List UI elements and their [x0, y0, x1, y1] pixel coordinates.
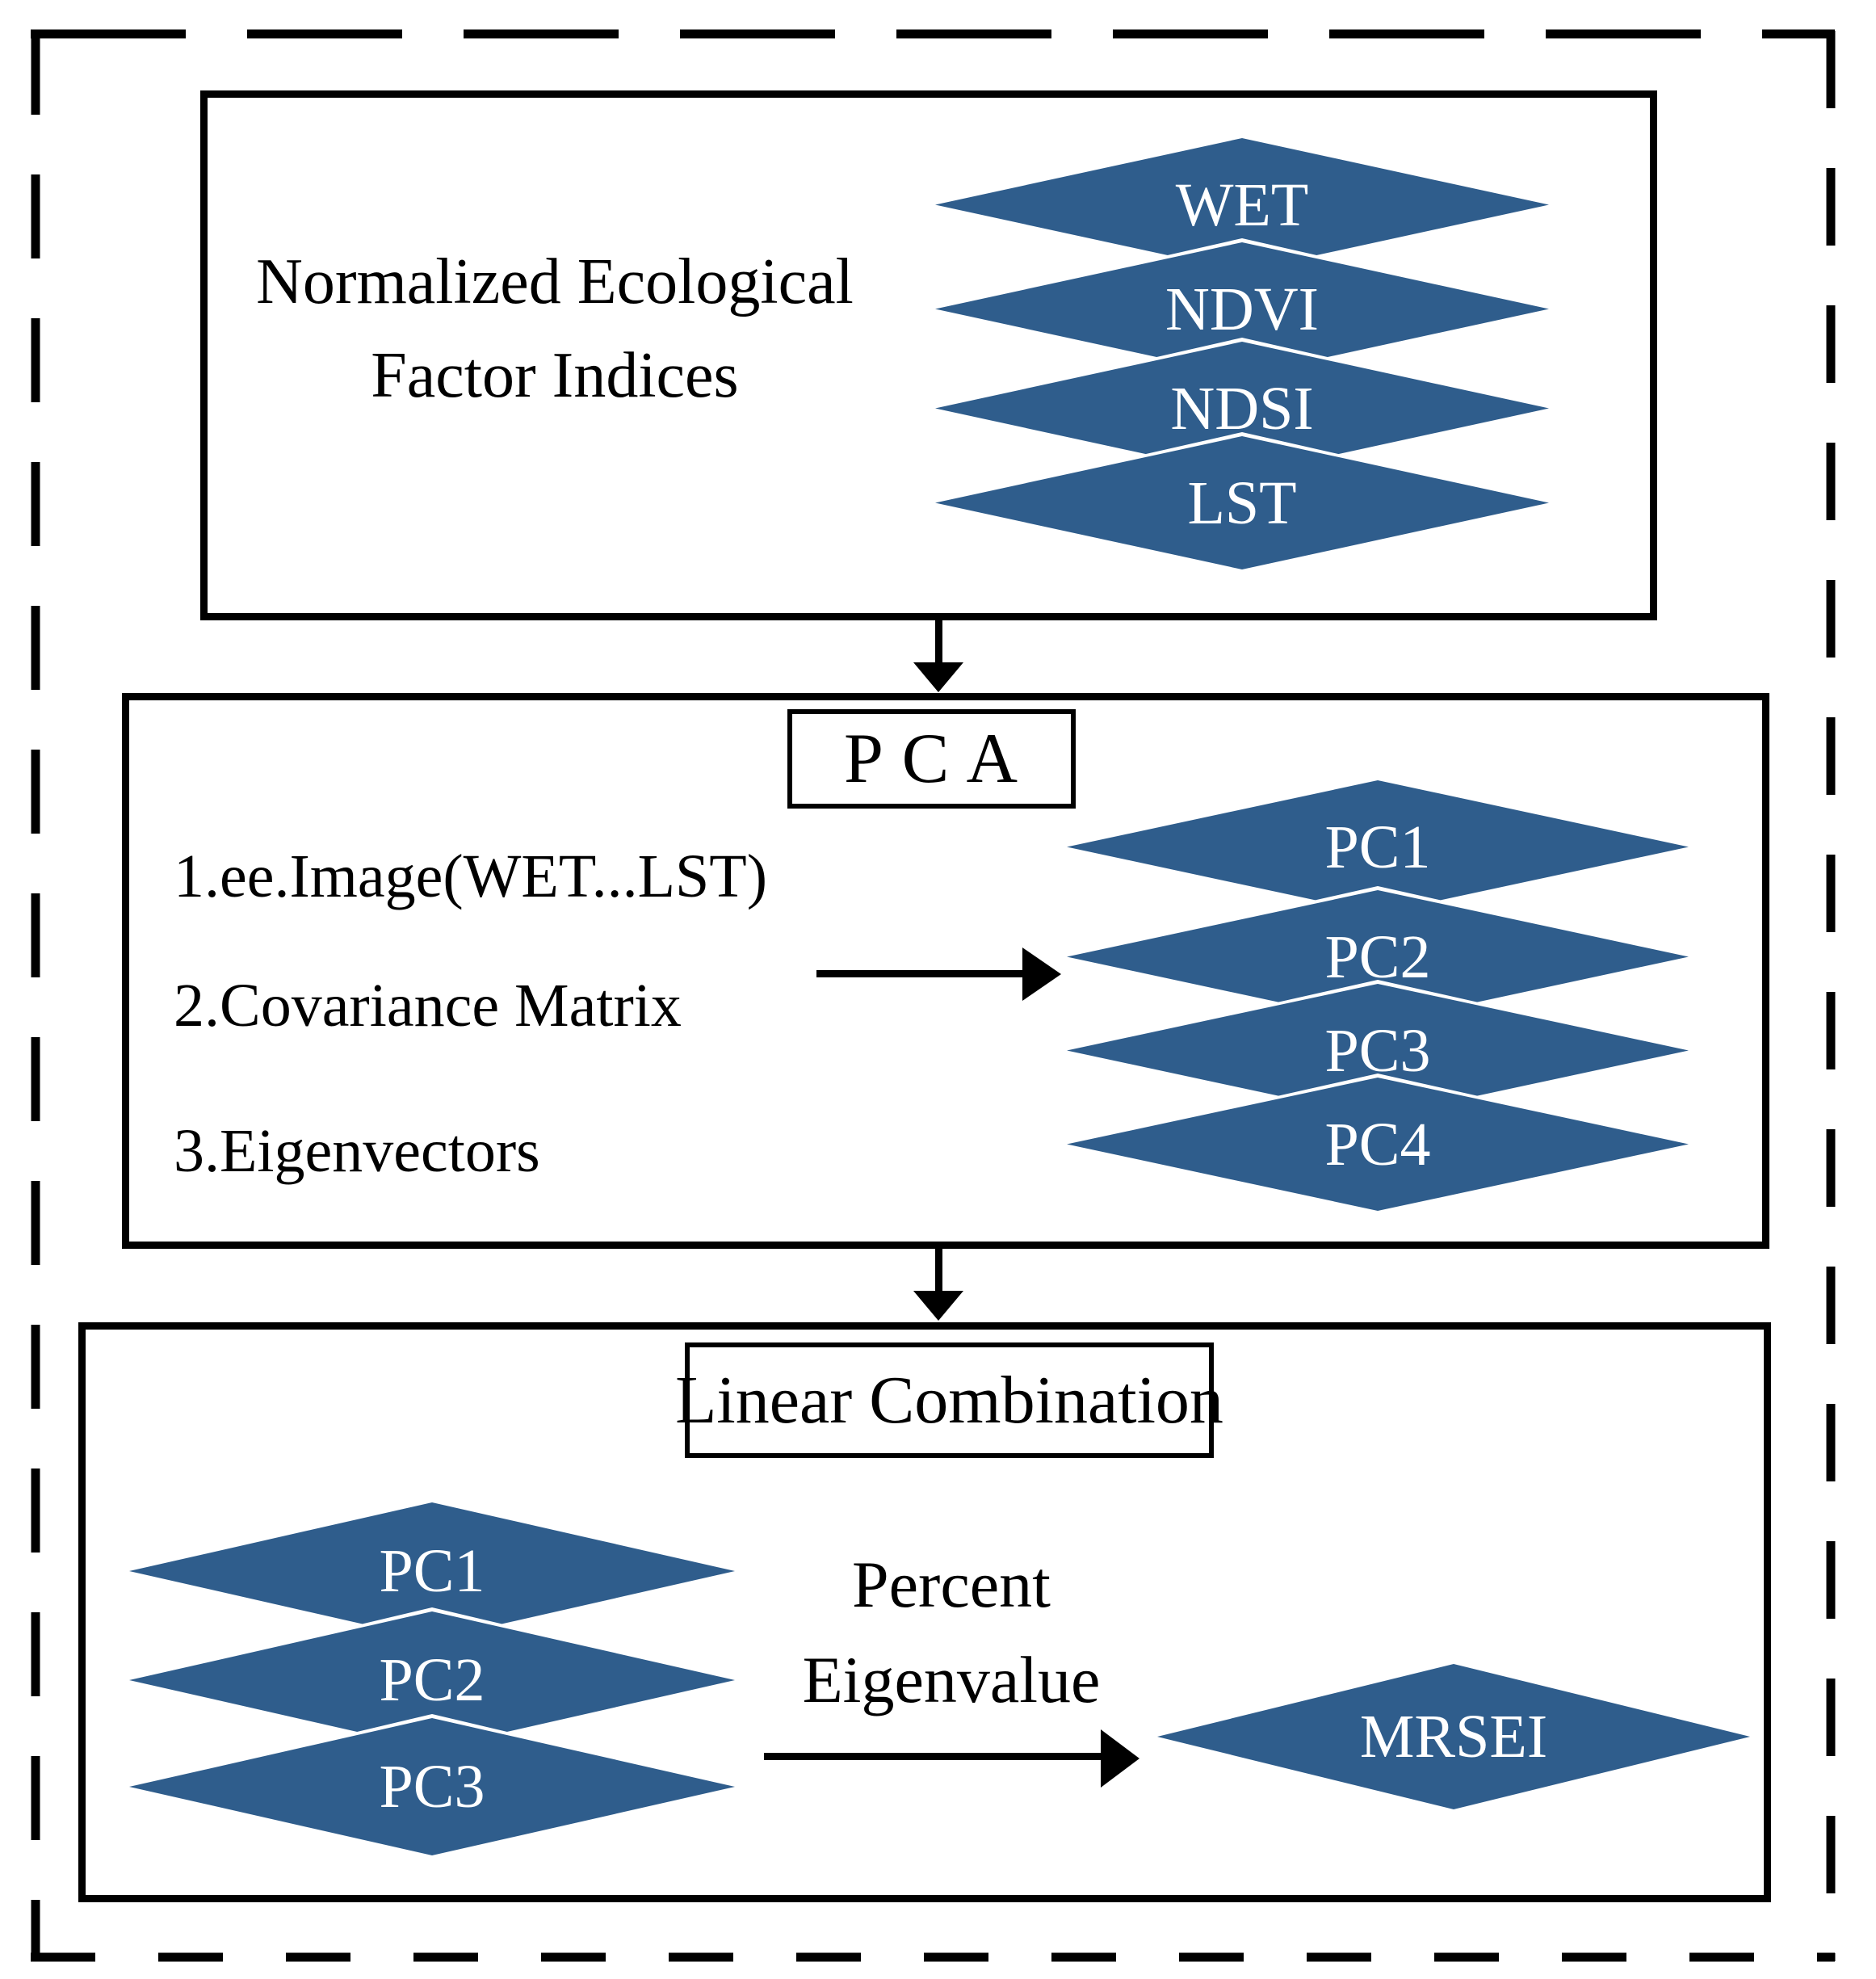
normalized-indices-box: Normalized Ecological Factor Indices WET… — [200, 90, 1657, 620]
right-arrow-eigenvalue-shaft — [764, 1753, 1101, 1760]
box1-title: Normalized Ecological Factor Indices — [208, 235, 902, 422]
linear-combination-title-box: Linear Combination — [675, 1342, 1223, 1458]
pca-process-box: P C A 1.ee.Image(WET...LST) 2.Covariance… — [122, 693, 1769, 1249]
diamond-pc4: PC4 — [1063, 1074, 1693, 1215]
diamond-pc1-output-label: PC1 — [379, 1537, 485, 1605]
diamond-ndvi-label: NDVI — [1165, 275, 1319, 343]
down-arrow-1-shaft — [935, 619, 942, 662]
box1-title-line1: Normalized Ecological — [256, 246, 854, 317]
diamond-pc3-label: PC3 — [1324, 1016, 1431, 1085]
right-arrow-pca-head-icon — [1022, 947, 1061, 1001]
diamond-pc4-label: PC4 — [1324, 1110, 1431, 1179]
pca-step-2: 2.Covariance Matrix — [174, 972, 682, 1040]
linear-combination-title: Linear Combination — [675, 1363, 1223, 1438]
percent-eigenvalue-line2: Eigenvalue — [802, 1643, 1101, 1716]
pca-title-box: P C A — [787, 709, 1076, 809]
percent-eigenvalue-label: Percent Eigenvalue — [709, 1537, 1194, 1728]
percent-eigenvalue-line1: Percent — [852, 1548, 1051, 1621]
diamond-ndsi-label: NDSI — [1170, 374, 1314, 443]
linear-combination-box: Linear Combination PC1 PC2 PC3 Percent E… — [78, 1322, 1771, 1902]
down-arrow-2-shaft — [935, 1247, 942, 1291]
pca-step-1: 1.ee.Image(WET...LST) — [174, 842, 768, 910]
diamond-wet-label: WET — [1175, 170, 1309, 239]
pca-step-3: 3.Eigenvectors — [174, 1117, 540, 1185]
diamond-lst: LST — [931, 432, 1553, 574]
down-arrow-2-head-icon — [913, 1291, 963, 1321]
diamond-lst-label: LST — [1187, 468, 1297, 537]
pca-title: P C A — [843, 720, 1020, 798]
right-arrow-eigenvalue-head-icon — [1101, 1729, 1139, 1788]
box1-title-line2: Factor Indices — [371, 340, 739, 411]
diamond-pc2-label: PC2 — [1324, 922, 1431, 991]
diamond-pc3-output: PC3 — [125, 1714, 739, 1859]
diamond-mrsei: MRSEI — [1153, 1660, 1754, 1813]
right-arrow-pca-shaft — [816, 970, 1022, 977]
down-arrow-1-head-icon — [913, 662, 963, 692]
diamond-pc1-label: PC1 — [1324, 813, 1431, 881]
diamond-pc3-output-label: PC3 — [379, 1753, 485, 1821]
diamond-pc2-output-label: PC2 — [379, 1646, 485, 1714]
diamond-mrsei-label: MRSEI — [1359, 1703, 1548, 1771]
